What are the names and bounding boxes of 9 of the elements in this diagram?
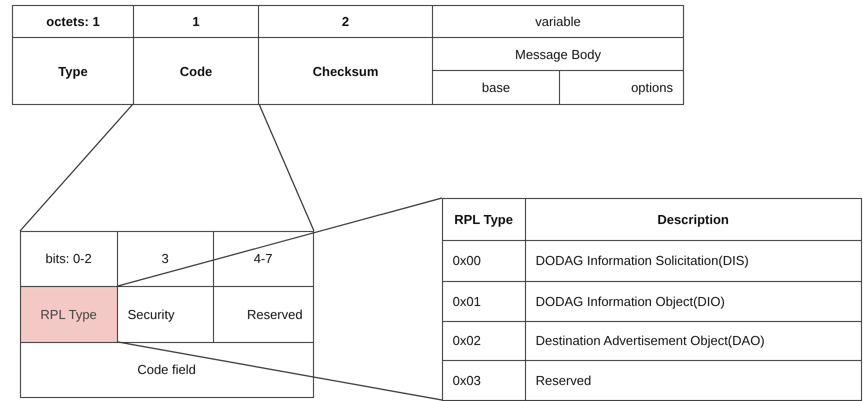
field-cell: RPL Type [20, 286, 118, 343]
table-cell: variable [432, 5, 684, 38]
table-cell: octets: 1 [12, 5, 134, 38]
zoom-line [20, 104, 134, 232]
zoom-line [258, 104, 315, 232]
table-cell: Type [12, 37, 134, 105]
zoom-line [118, 197, 442, 287]
zoom-line [118, 341, 442, 401]
table-cell: options [559, 70, 684, 105]
